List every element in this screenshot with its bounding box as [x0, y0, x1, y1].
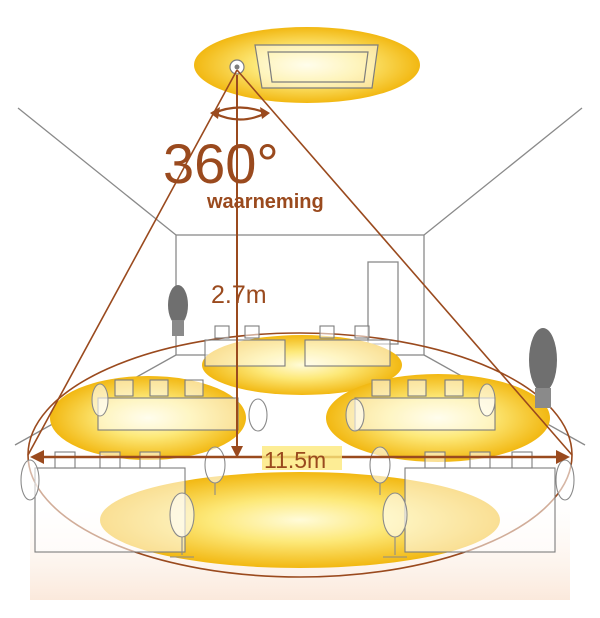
detection-cone: [27, 69, 573, 456]
height-label: 2.7m: [211, 281, 267, 309]
sensor-icon: [229, 59, 245, 75]
width-label-bg: [262, 446, 342, 470]
height-dimension: [231, 75, 243, 458]
angle-caption: waarneming: [206, 191, 324, 213]
potted-plant-right: [529, 328, 557, 408]
angle-label: 360°: [163, 132, 279, 195]
ceiling-unit: [254, 44, 379, 89]
width-label: 11.5m: [264, 447, 326, 473]
potted-plant-left: [168, 285, 188, 336]
rotation-arrow: [210, 106, 270, 121]
office-chairs: [20, 383, 575, 558]
door: [367, 261, 399, 345]
